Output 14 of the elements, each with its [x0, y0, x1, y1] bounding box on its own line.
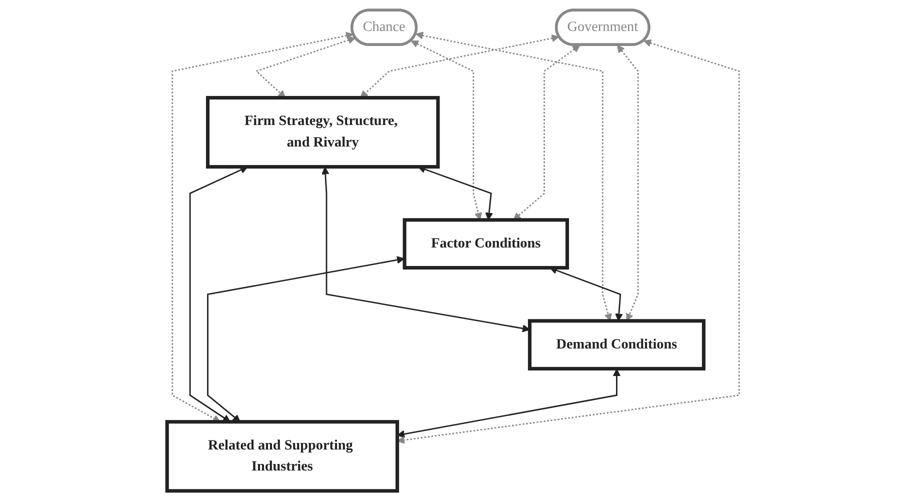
arrow: [360, 34, 560, 98]
node-box: Firm Strategy, Structure, and Rivalry: [206, 96, 440, 169]
arrow: [206, 256, 404, 422]
node-box: Factor Conditions: [402, 218, 569, 270]
arrow: [172, 32, 354, 422]
arrow: [254, 36, 356, 98]
arrow: [321, 166, 530, 332]
arrow: [415, 32, 612, 322]
arrow: [189, 166, 248, 422]
node-box: Related and Supporting Industries: [165, 420, 399, 493]
arrow: [616, 45, 639, 322]
arrow: [513, 44, 580, 220]
node-box: Demand Conditions: [528, 319, 706, 370]
arrow: [410, 40, 482, 220]
